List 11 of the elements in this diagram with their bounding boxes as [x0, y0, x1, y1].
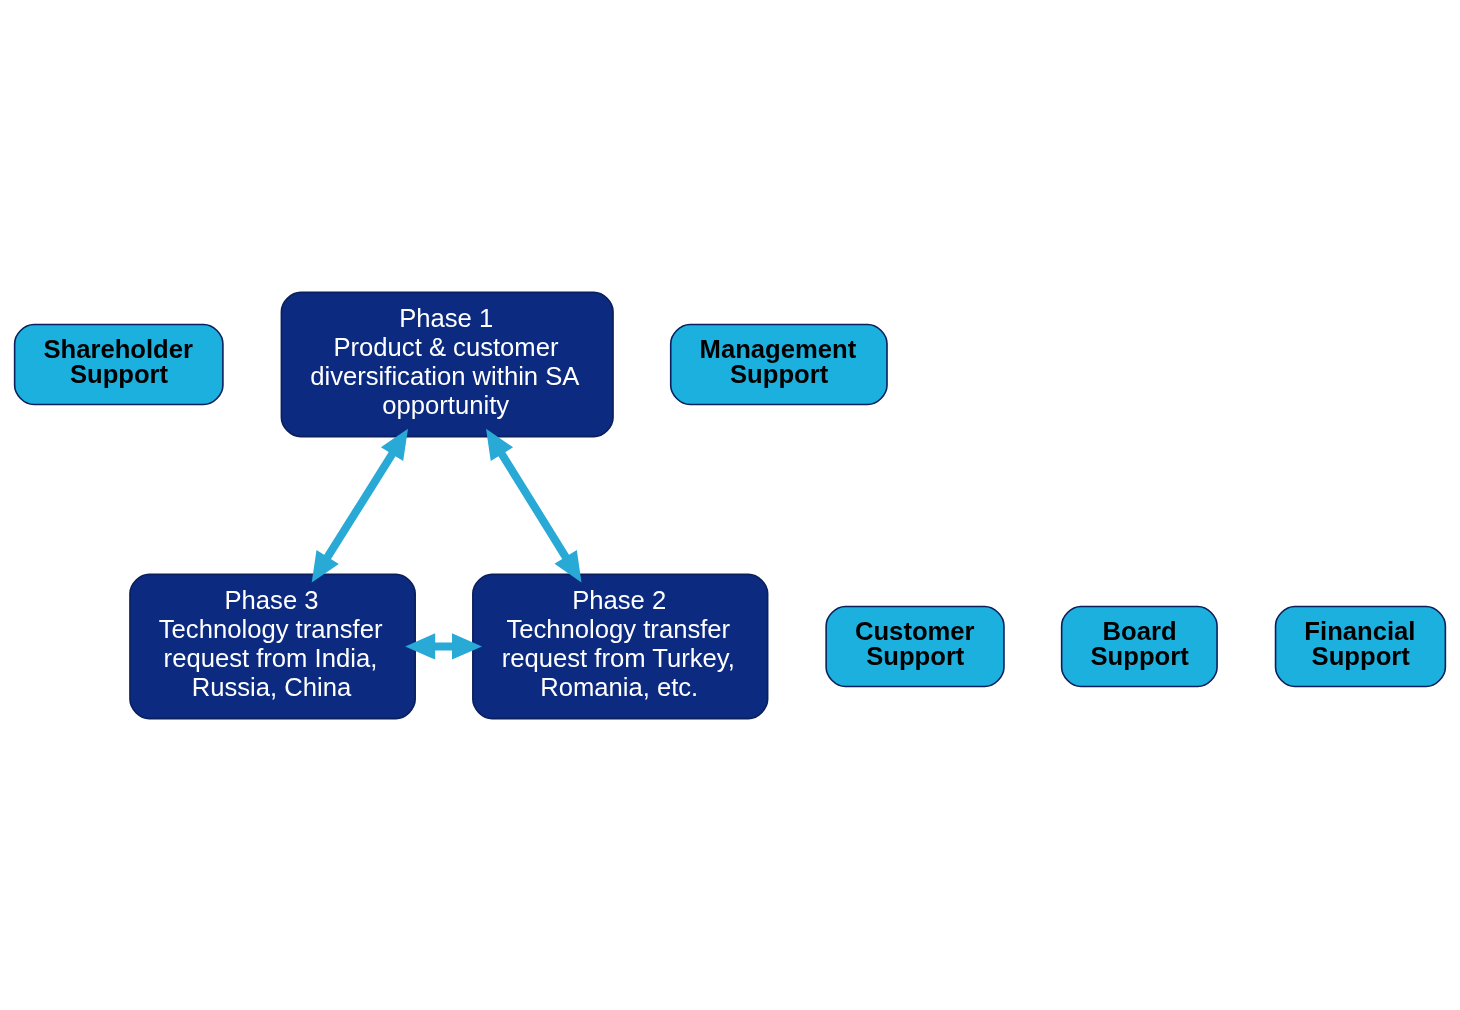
node-box: Phase 1 Product & customer diversification within SA opportunity: [280, 291, 614, 437]
node-box: Shareholder Support: [13, 323, 224, 405]
arrow: [486, 428, 582, 582]
node-box: Customer Support: [825, 605, 1005, 687]
node-box: Management Support: [669, 323, 888, 405]
arrow: [311, 428, 408, 582]
node-box: Phase 2 Technology transfer request from Turkey, Romania, etc.: [472, 573, 769, 719]
node-box: Financial Support: [1274, 605, 1447, 687]
node-box: Board Support: [1060, 605, 1218, 687]
arrow: [405, 632, 483, 660]
node-box: Phase 3 Technology transfer request from India, Russia, China: [129, 573, 416, 719]
